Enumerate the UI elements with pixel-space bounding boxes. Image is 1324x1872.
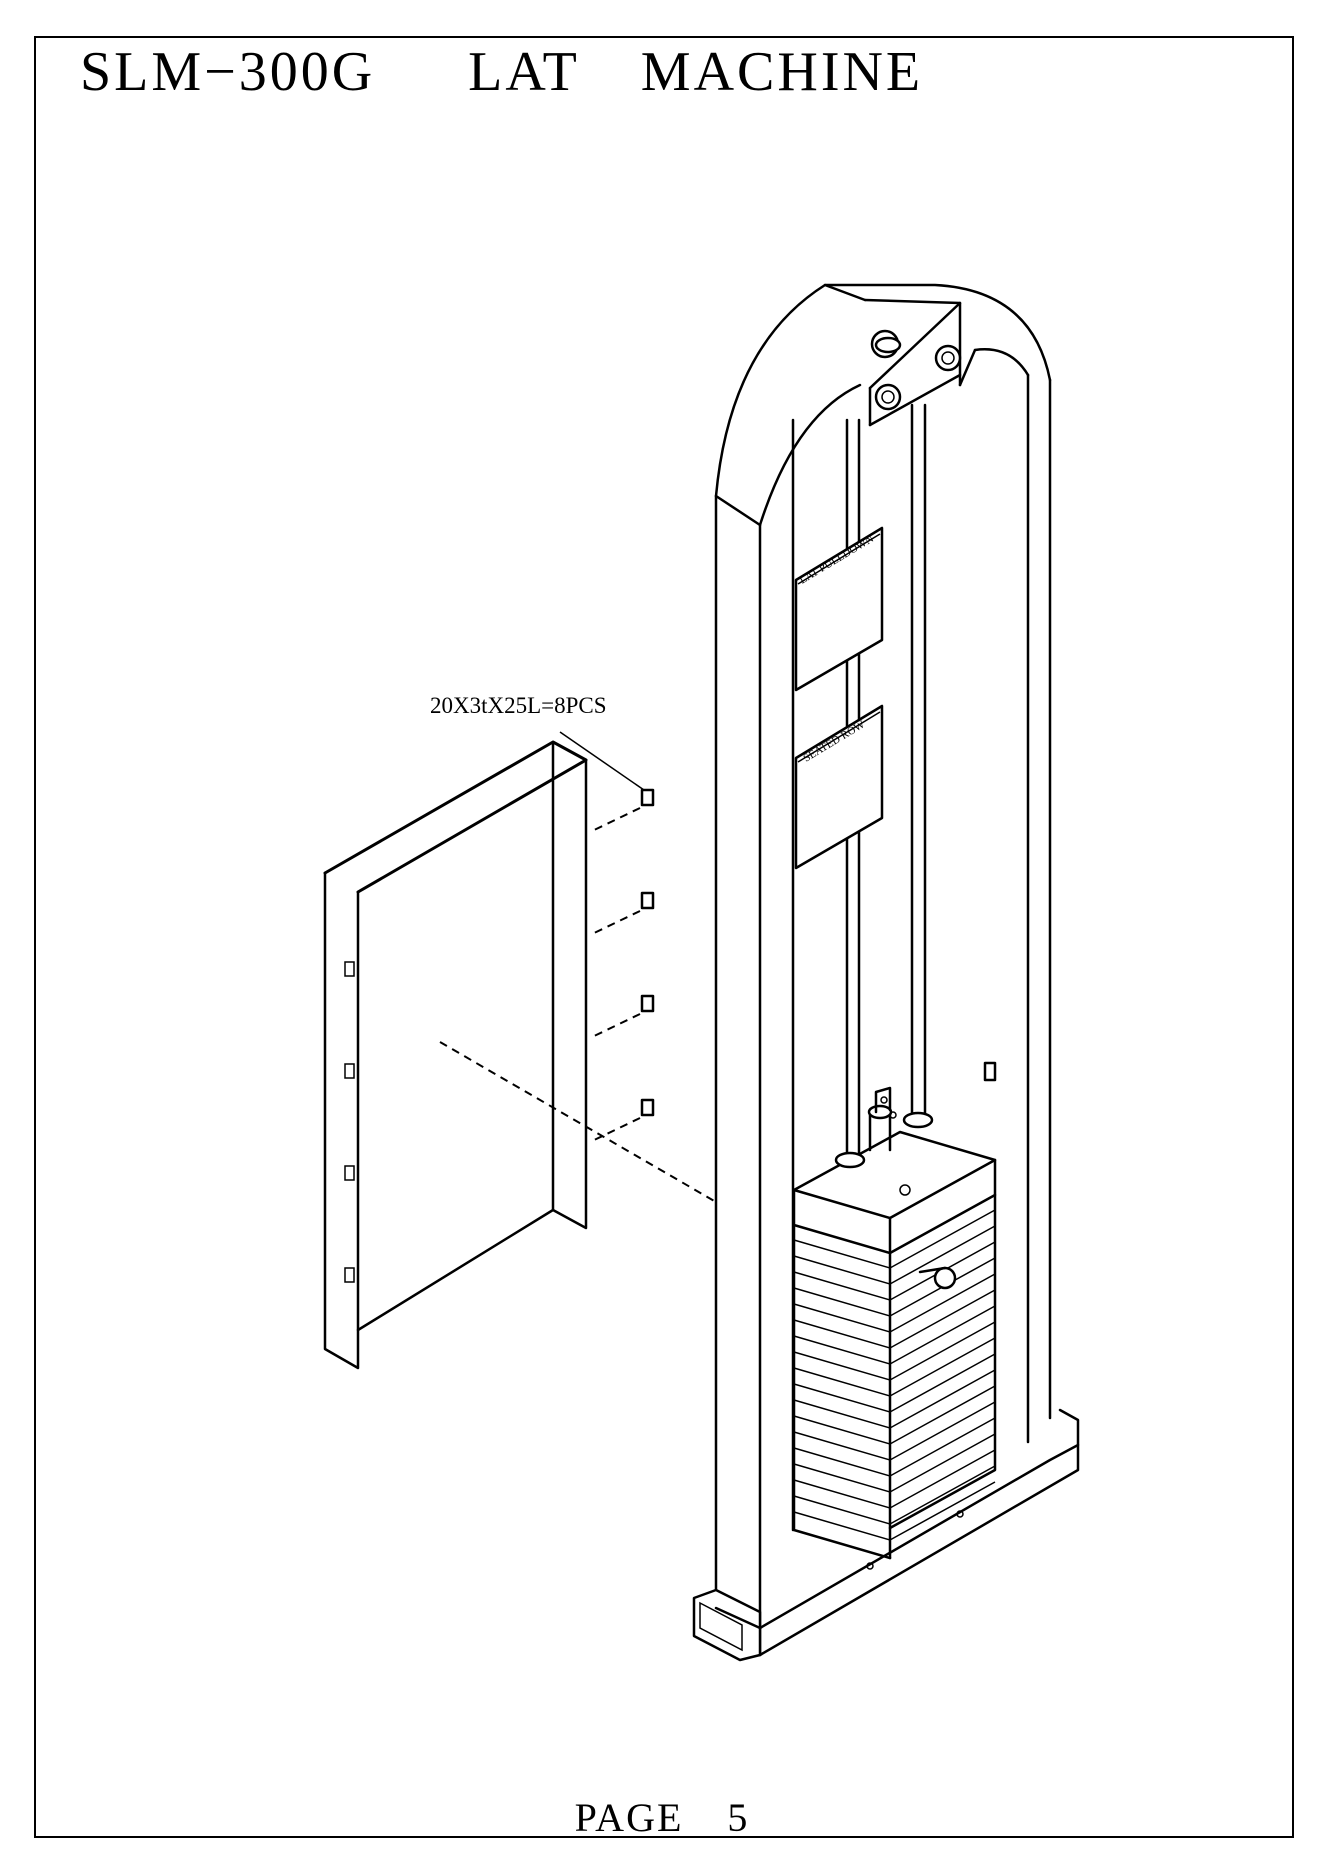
shroud-mounting-holes xyxy=(345,962,354,1282)
selector-pin-icon xyxy=(935,1268,955,1288)
spacer-pads xyxy=(440,790,716,1202)
shroud-panel xyxy=(325,742,586,1368)
machine-base xyxy=(694,1410,1078,1660)
weight-stack xyxy=(794,1088,995,1558)
instruction-sign-lat-pulldown: LAT PULLDOWN xyxy=(796,528,882,690)
instruction-sign-seated-row: SEATED ROW xyxy=(796,706,882,868)
callout-leader-line xyxy=(560,732,644,790)
